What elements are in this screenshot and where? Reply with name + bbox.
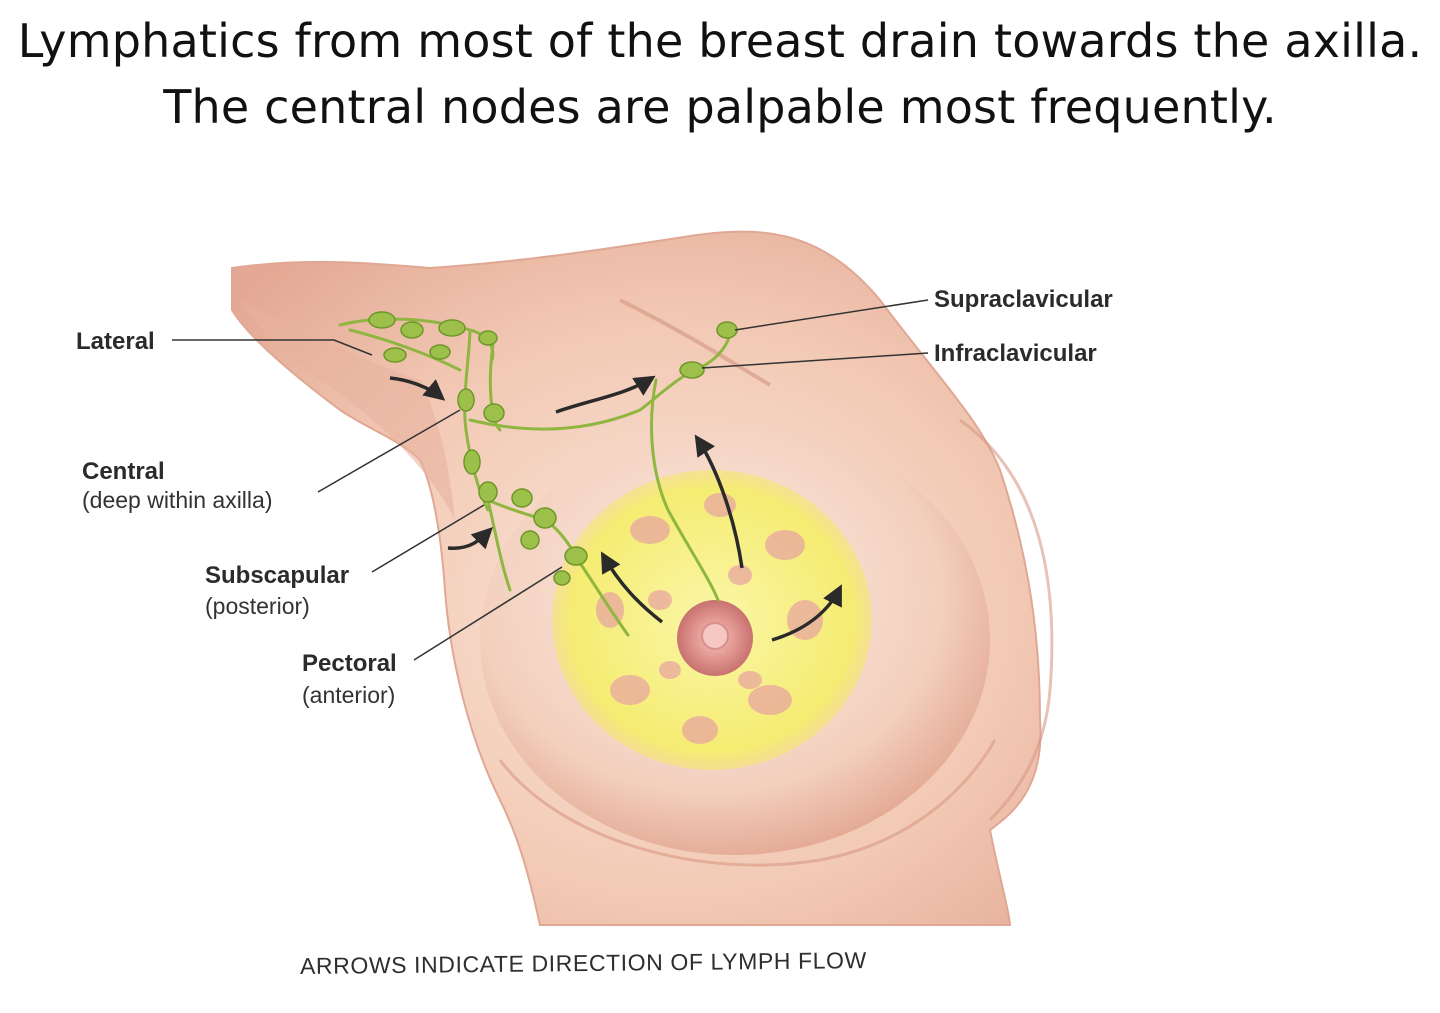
breast-lower-contour (498, 739, 997, 867)
arrow-lateral-to-central (389, 376, 446, 401)
label-lateral: Lateral (76, 328, 155, 355)
leader-infraclavicular (701, 352, 929, 369)
arrow-central-to-infraclavicular (555, 375, 656, 414)
lymph-vessels (338, 317, 732, 637)
arrow-medial-breast (771, 584, 842, 642)
label-pectoral-note: (anterior) (302, 682, 396, 708)
gland-lobules (596, 493, 823, 744)
diagram-title-line-1: Lymphatics from most of the breast drain… (17, 14, 1423, 68)
lymph-nodes (368, 311, 738, 586)
lymph-flow-arrows (389, 375, 842, 642)
label-pectoral: Pectoral (302, 650, 397, 677)
label-subscapular-note: (posterior) (205, 593, 310, 619)
arrow-subscapular (447, 527, 493, 550)
leader-supraclavicular (734, 299, 929, 331)
label-central-note: (deep within axilla) (82, 487, 273, 513)
diagram-title-line-2: The central nodes are palpable most freq… (163, 80, 1277, 134)
label-supraclavicular: Supraclavicular (934, 286, 1113, 313)
leader-pectoral (413, 566, 563, 661)
nipple (701, 622, 729, 650)
leader-central (317, 409, 461, 493)
clavicle-line (619, 298, 772, 387)
breast-side-profile (959, 418, 1054, 822)
axilla-shadow (240, 300, 455, 520)
arrow-lateral-breast (600, 551, 664, 624)
leader-lines (172, 299, 929, 661)
leader-subscapular (371, 504, 485, 573)
leader-lateral (172, 339, 373, 356)
label-subscapular: Subscapular (205, 562, 350, 589)
label-infraclavicular: Infraclavicular (934, 340, 1097, 367)
arrow-upper-breast (694, 434, 744, 569)
label-central: Central (82, 458, 165, 485)
